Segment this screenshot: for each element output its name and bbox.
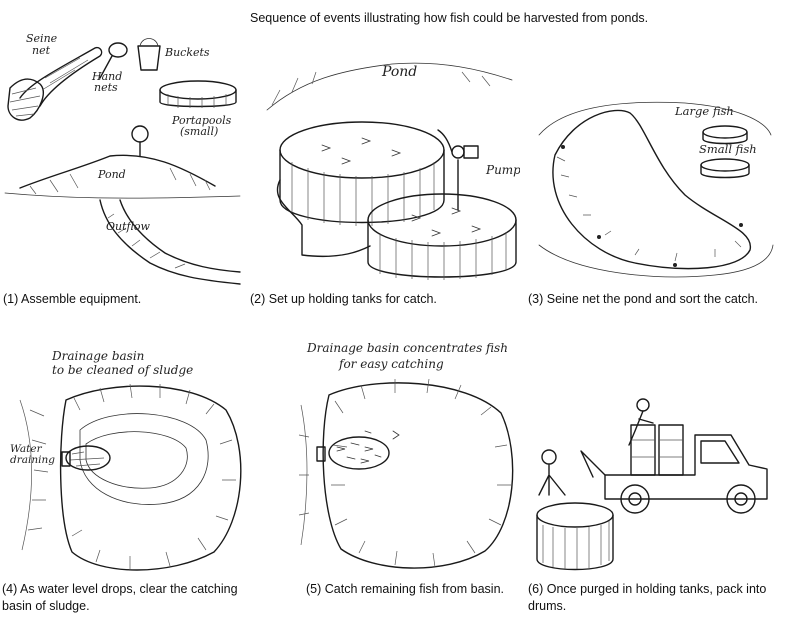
pond-label: Pond — [97, 168, 126, 181]
clear-basin-illustration: Drainage basin to be cleaned of sludge W… — [0, 340, 250, 580]
pack-drums-illustration — [535, 395, 775, 575]
outflow-label: Outflow — [106, 220, 150, 233]
pump-label: Pump — [485, 163, 520, 177]
svg-text:Drainage basin: Drainage basin — [51, 349, 144, 363]
svg-text:Drainage basin concentrates fi: Drainage basin concentrates fish — [306, 341, 508, 355]
caption-1: (1) Assemble equipment. — [3, 291, 243, 308]
worker-on-truck — [637, 399, 649, 411]
worker-at-tank — [542, 450, 556, 464]
caption-6: (6) Once purged in holding tanks, pack i… — [528, 581, 778, 615]
pond-label-2: Pond — [381, 64, 417, 80]
holding-tank-3 — [537, 503, 613, 527]
page-title: Sequence of events illustrating how fish… — [250, 11, 770, 25]
easy-catching-label: for easy catching — [338, 357, 444, 371]
panel-pack-drums — [535, 395, 775, 575]
svg-text:to be cleaned of sludge: to be cleaned of sludge — [52, 363, 193, 377]
buckets-label: Buckets — [164, 46, 210, 59]
pond-bank-2 — [323, 383, 513, 568]
fish-basin — [329, 437, 389, 469]
panel-assemble-equipment: Seine net Hand nets Buckets Portapools (… — [0, 28, 245, 288]
tree-icon — [132, 126, 148, 142]
portapools-small-label: (small) — [180, 125, 218, 138]
small-fish-pool — [701, 159, 749, 171]
small-fish-label: Small fish — [699, 142, 757, 156]
holding-tanks-illustration: Pond Pump — [262, 50, 520, 280]
seine-net-illustration: Large fish Small fish — [535, 95, 775, 285]
caption-5: (5) Catch remaining fish from basin. — [306, 581, 521, 598]
seined-pond — [553, 110, 750, 268]
drainage-basin-label: Drainage basin — [51, 349, 144, 363]
concentrates-label: Drainage basin concentrates fish — [306, 341, 508, 355]
bucket-icon — [138, 46, 160, 70]
svg-text:(small): (small) — [180, 125, 218, 138]
panel-seine-net: Large fish Small fish — [535, 95, 775, 285]
pump-icon — [464, 146, 478, 158]
svg-text:nets: nets — [94, 81, 118, 94]
large-fish-label: Large fish — [674, 104, 734, 118]
holding-tank-1 — [280, 122, 444, 178]
caption-4: (4) As water level drops, clear the catc… — [2, 581, 252, 615]
nets-label: nets — [94, 81, 118, 94]
svg-text:draining: draining — [10, 454, 55, 466]
svg-text:for easy catching: for easy catching — [338, 357, 444, 371]
panel-clear-basin: Drainage basin to be cleaned of sludge W… — [0, 340, 250, 580]
net-label: net — [32, 44, 51, 57]
svg-text:net: net — [32, 44, 51, 57]
pond-bank — [61, 386, 241, 570]
holding-tank-2 — [368, 194, 516, 246]
hand-net-icon — [109, 43, 127, 57]
panel-catch-basin: Drainage basin concentrates fish for eas… — [295, 335, 525, 580]
catch-basin-illustration: Drainage basin concentrates fish for eas… — [295, 335, 525, 580]
sludge-label: to be cleaned of sludge — [52, 363, 193, 377]
large-fish-pool — [703, 126, 747, 138]
panel-holding-tanks: Pond Pump — [262, 50, 520, 280]
portapool-icon — [160, 81, 236, 99]
caption-2: (2) Set up holding tanks for catch. — [250, 291, 520, 308]
caption-3: (3) Seine net the pond and sort the catc… — [528, 291, 786, 308]
draining-label: draining — [10, 454, 55, 466]
equipment-illustration: Seine net Hand nets Buckets Portapools (… — [0, 28, 245, 288]
seine-net-icon — [8, 79, 43, 120]
